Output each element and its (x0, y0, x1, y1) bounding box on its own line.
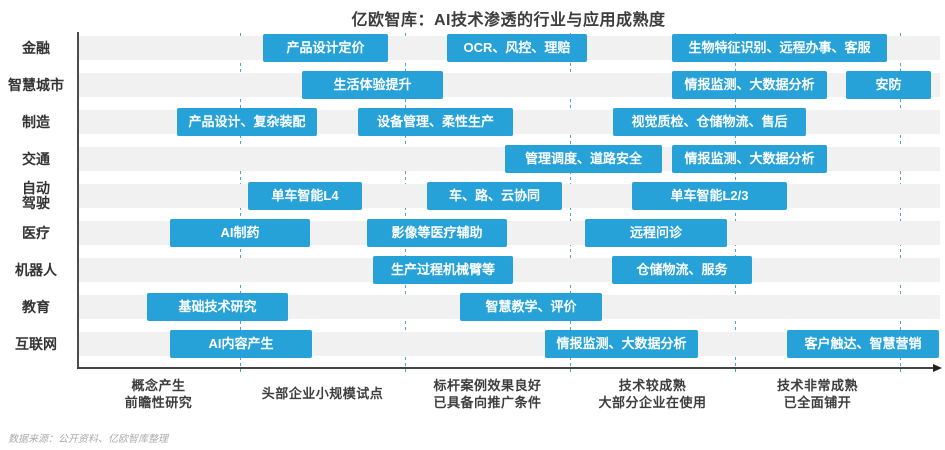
source-note: 数据来源：公开资料、亿欧智库整理 (8, 434, 168, 445)
maturity-box: 客户触达、智慧营销 (787, 330, 939, 358)
industry-label: 交通 (22, 150, 50, 167)
industry-label: 教育 (22, 298, 50, 315)
maturity-box: 远程问诊 (585, 219, 727, 247)
x-axis-line (77, 367, 935, 369)
maturity-box: 视觉质检、仓储物流、售后 (613, 108, 806, 136)
maturity-box: AI制药 (170, 219, 310, 247)
maturity-box: 车、路、云协同 (427, 182, 562, 210)
maturity-box: 产品设计、复杂装配 (177, 108, 317, 136)
maturity-box: OCR、风控、理赔 (447, 34, 587, 62)
industry-label: 医疗 (22, 224, 50, 241)
maturity-box: 生产过程机械臂等 (373, 256, 513, 284)
maturity-box: 单车智能L4 (248, 182, 362, 210)
chart-title: 亿欧智库：AI技术渗透的行业与应用成熟度 (351, 12, 666, 29)
industry-label: 自动 驾驶 (22, 180, 50, 211)
maturity-box: 影像等医疗辅助 (367, 219, 507, 247)
maturity-box: 生活体验提升 (302, 71, 443, 99)
maturity-box: 单车智能L2/3 (632, 182, 787, 210)
stage-label: 技术非常成熟 已全面铺开 (776, 378, 858, 410)
industry-label: 机器人 (15, 261, 57, 278)
stage-label: 概念产生 前瞻性研究 (124, 378, 193, 410)
maturity-box: 情报监测、大数据分析 (672, 145, 827, 173)
industry-label: 智慧城市 (8, 76, 64, 93)
maturity-box: 基础技术研究 (147, 293, 288, 321)
maturity-box: 产品设计定价 (263, 34, 388, 62)
industry-label: 金融 (22, 39, 50, 56)
maturity-box: 安防 (846, 71, 931, 99)
industry-label: 制造 (22, 113, 50, 130)
maturity-box: 情报监测、大数据分析 (545, 330, 698, 358)
maturity-box: 设备管理、柔性生产 (358, 108, 513, 136)
maturity-box: 仓储物流、服务 (612, 256, 752, 284)
maturity-box: 管理调度、道路安全 (505, 145, 662, 173)
stage-label: 标杆案例效果良好 已具备向推广条件 (433, 378, 542, 410)
y-axis-line (77, 32, 79, 368)
maturity-box: 生物特征识别、远程办事、客服 (672, 34, 887, 62)
maturity-box: AI内容产生 (170, 330, 312, 358)
stage-label: 技术较成熟 大部分企业在使用 (598, 378, 707, 410)
maturity-box: 情报监测、大数据分析 (672, 71, 827, 99)
x-axis-arrow-icon (933, 363, 942, 372)
maturity-box: 智慧教学、评价 (460, 293, 602, 321)
stage-label: 头部企业小规模试点 (261, 386, 384, 401)
industry-label: 互联网 (15, 335, 57, 352)
